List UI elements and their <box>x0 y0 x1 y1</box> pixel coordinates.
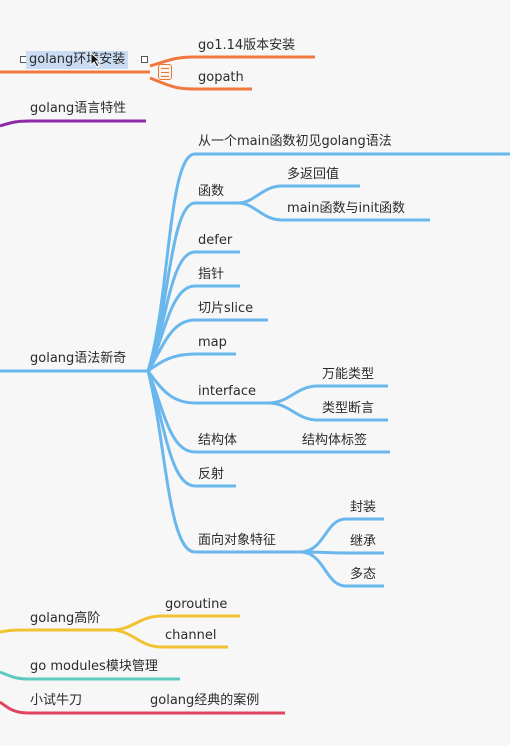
node-assert[interactable]: 类型断言 <box>322 401 375 416</box>
node-goroutine[interactable]: goroutine <box>165 597 228 612</box>
node-inherit[interactable]: 继承 <box>350 534 377 549</box>
collapse-toggle-icon[interactable] <box>158 64 172 80</box>
node-func[interactable]: 函数 <box>198 184 225 199</box>
node-map[interactable]: map <box>198 335 227 350</box>
connector-assert <box>267 401 388 422</box>
connector-main-init <box>237 201 430 222</box>
node-multi-ret[interactable]: 多返回值 <box>287 167 340 182</box>
node-struct[interactable]: 结构体 <box>198 433 238 448</box>
node-cases[interactable]: golang经典的案例 <box>150 693 260 708</box>
node-slice[interactable]: 切片slice <box>198 301 254 316</box>
node-encap[interactable]: 封装 <box>350 500 377 515</box>
connector-features <box>0 119 146 128</box>
connector-goroutine <box>114 614 240 632</box>
node-pointer[interactable]: 指针 <box>198 267 225 282</box>
node-reflect[interactable]: 反射 <box>198 467 225 482</box>
node-advanced[interactable]: golang高阶 <box>30 611 101 626</box>
connector-go114 <box>149 55 315 68</box>
connector-oop <box>146 370 300 554</box>
node-defer[interactable]: defer <box>198 233 233 248</box>
node-channel[interactable]: channel <box>165 628 217 643</box>
connector-poly <box>299 550 384 588</box>
node-struct-tag[interactable]: 结构体标签 <box>302 433 368 448</box>
node-syntax[interactable]: golang语法新奇 <box>30 351 127 366</box>
node-features[interactable]: golang语言特性 <box>30 101 127 116</box>
connector-map <box>147 352 236 373</box>
connector-trial <box>0 700 285 715</box>
node-main-first[interactable]: 从一个main函数初见golang语法 <box>198 134 392 149</box>
node-install[interactable]: golang环境安装 <box>26 51 129 69</box>
node-universal[interactable]: 万能类型 <box>322 367 375 382</box>
connector-slice <box>146 318 268 372</box>
node-trial[interactable]: 小试牛刀 <box>30 693 83 708</box>
node-oop[interactable]: 面向对象特征 <box>198 533 277 548</box>
node-main-init[interactable]: main函数与init函数 <box>287 201 406 216</box>
connector-channel <box>114 628 228 649</box>
connector-inherit <box>299 550 384 555</box>
connector-gomod <box>0 670 180 681</box>
connector-interface <box>146 370 268 405</box>
node-gopath[interactable]: gopath <box>198 70 244 85</box>
connector-advanced <box>0 628 115 634</box>
node-gomod[interactable]: go modules模块管理 <box>30 659 158 674</box>
selection-handle-right[interactable] <box>141 56 148 63</box>
connector-gopath <box>149 76 252 91</box>
node-interface[interactable]: interface <box>198 384 256 399</box>
connector-pointer <box>146 284 240 372</box>
node-poly[interactable]: 多态 <box>350 567 377 582</box>
node-go114[interactable]: go1.14版本安装 <box>198 38 296 53</box>
mouse-cursor-icon <box>90 52 102 68</box>
